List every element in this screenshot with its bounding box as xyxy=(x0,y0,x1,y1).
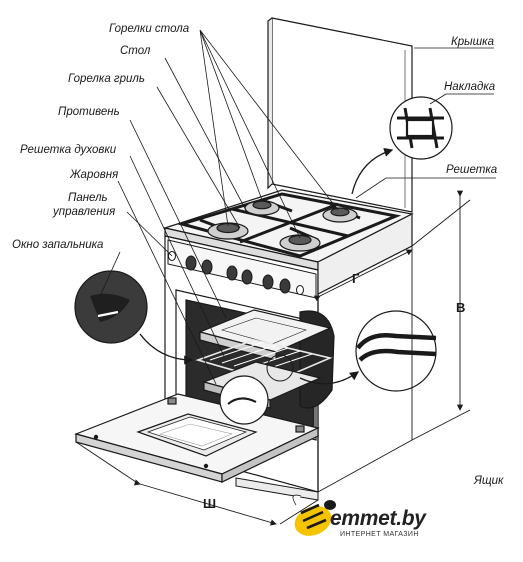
bee-logo-icon xyxy=(292,494,336,536)
burner-front-right xyxy=(279,234,321,252)
dimension-width-label: Ш xyxy=(203,496,217,511)
label-grill-burner: Горелка гриль xyxy=(68,73,145,85)
ignition-window-arrow xyxy=(139,333,194,365)
width-dimension xyxy=(133,479,277,526)
zoom-arrows xyxy=(139,147,394,385)
rack-rail-zoom xyxy=(355,310,437,392)
label-roasting-pan: Жаровня xyxy=(70,169,119,181)
label-oven-rack: Решетка духовки xyxy=(20,144,117,156)
burner-front-left xyxy=(207,222,249,240)
label-baking-tray: Противень xyxy=(58,106,120,118)
label-burners-top: Горелки стола xyxy=(109,23,190,35)
label-control-panel-line2: управления xyxy=(53,206,116,218)
dimension-lines xyxy=(75,190,471,526)
brand-tagline: ИНТЕРНЕТ МАГАЗИН xyxy=(340,531,419,538)
flame-spreader-zoom xyxy=(389,96,453,160)
burner-back-right xyxy=(322,207,358,223)
leader-lines xyxy=(99,29,496,385)
brand-name: emmet.by xyxy=(330,507,426,530)
depth-dimension xyxy=(313,249,413,302)
label-control-panel-line1: Панель xyxy=(68,192,108,204)
dimension-height-label: В xyxy=(456,300,466,315)
rack-rail-detail-circle xyxy=(266,354,294,382)
door-hinge-zoom xyxy=(219,375,269,425)
label-grate: Решетка xyxy=(446,164,498,176)
label-lid: Крышка xyxy=(451,36,495,48)
ignition-window-zoom xyxy=(74,270,148,344)
label-table: Стол xyxy=(120,45,151,57)
rack-rail-arrow xyxy=(299,371,360,385)
burner-back-left xyxy=(244,200,280,216)
lid xyxy=(267,17,413,213)
label-overlay: Накладка xyxy=(444,81,496,93)
dimension-depth-label: Г xyxy=(352,271,360,286)
label-ignition-window: Окно запальника xyxy=(12,239,104,251)
label-drawer: Ящик xyxy=(474,475,504,487)
flame-spreader-arrow xyxy=(351,147,394,195)
